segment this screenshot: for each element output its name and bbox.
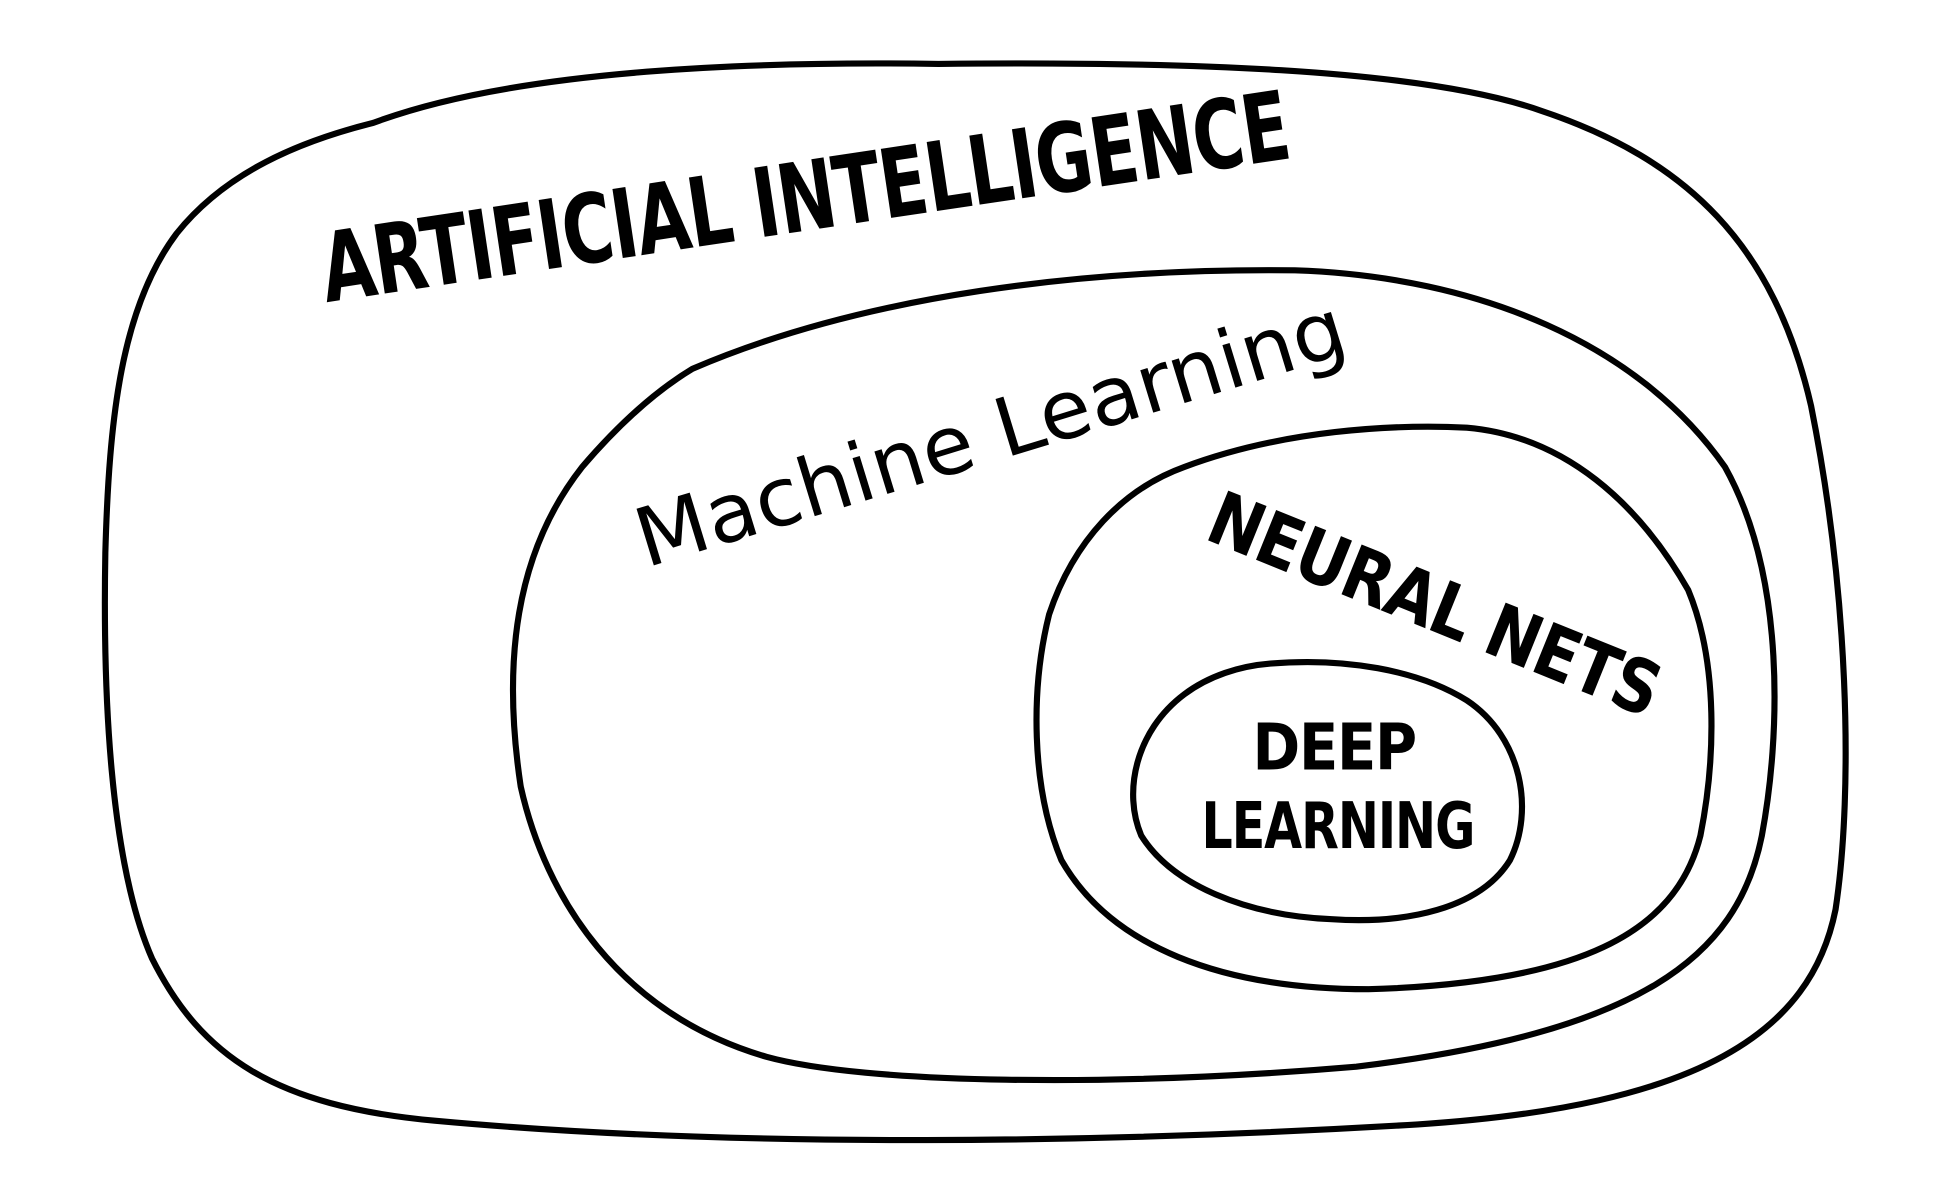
label-neural-nets: NEURAL NETS <box>1196 476 1672 734</box>
label-learning: LEARNING <box>1201 790 1474 864</box>
label-deep: DEEP <box>1252 711 1415 785</box>
set-artificial-intelligence <box>101 60 1849 1144</box>
set-machine-learning <box>509 267 1778 1084</box>
set-deep-learning <box>1130 659 1526 924</box>
set-neural-nets <box>1033 423 1715 993</box>
label-artificial-intelligence: ARTIFICIAL INTELLIGENCE <box>313 70 1296 325</box>
